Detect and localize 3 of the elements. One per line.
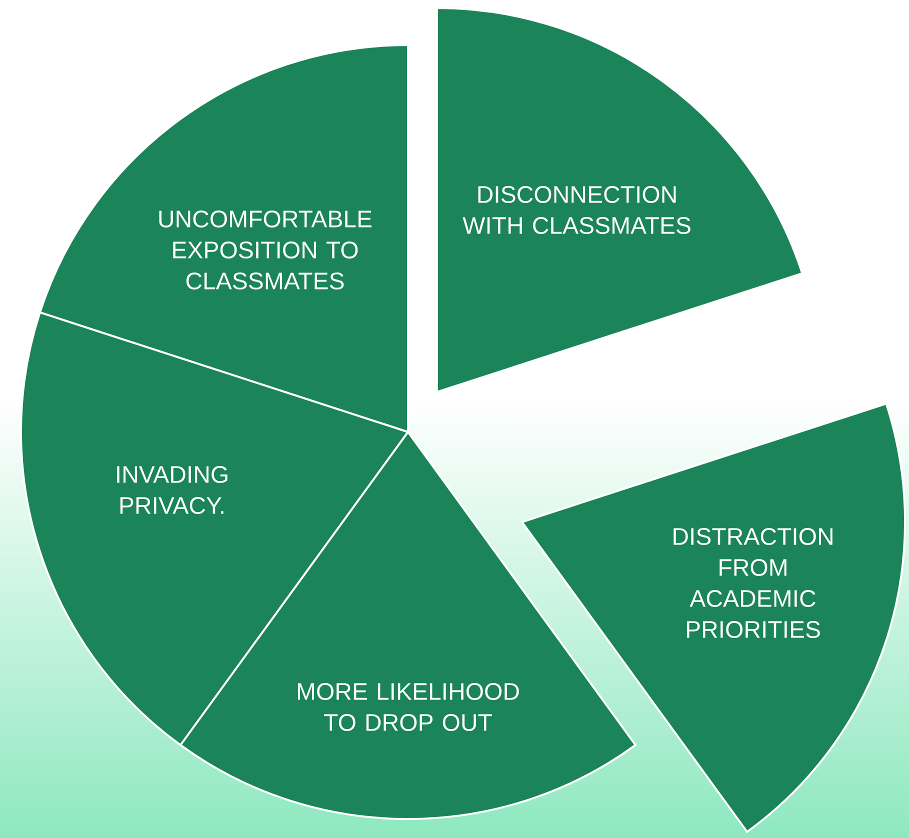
- pie-slice: DISCONNECTION WITH CLASSMATES: [436, 7, 804, 393]
- pie-slice: UNCOMFORTABLE EXPOSITION TO CLASSMATES: [38, 44, 409, 433]
- pie-slice: DISTRACTION FROM ACADEMIC PRIORITIES: [521, 402, 906, 833]
